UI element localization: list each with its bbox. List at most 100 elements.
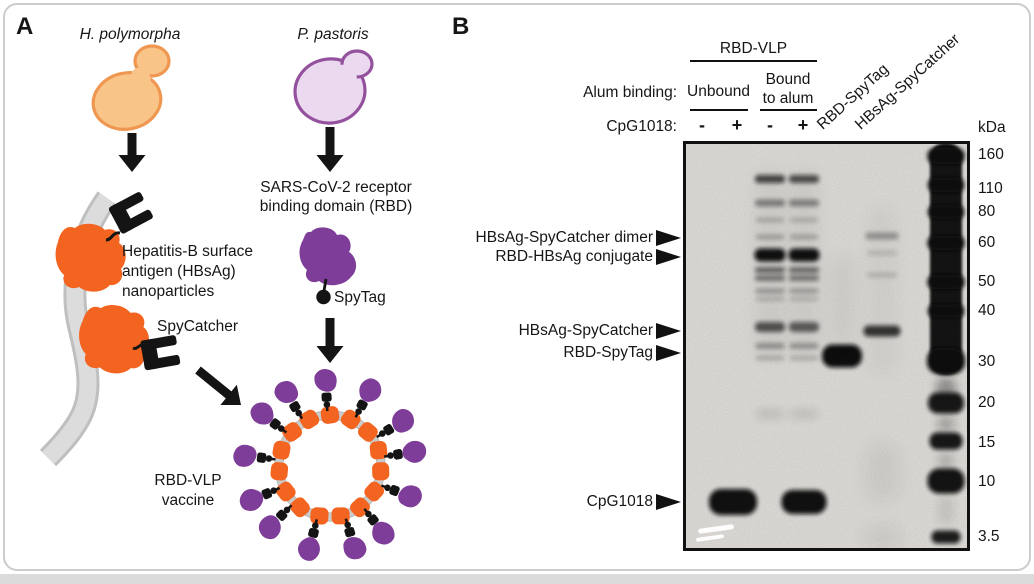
gel-band xyxy=(928,304,964,318)
lane-ladder xyxy=(927,143,965,544)
gel-band xyxy=(938,452,954,470)
vlp-hbsag-capsomer xyxy=(369,440,388,460)
lane-bound-plus xyxy=(781,170,827,514)
gel-reflection-highlight xyxy=(696,534,724,542)
vlp-spytag-dot xyxy=(277,425,285,432)
vlp-hbsag-capsomer xyxy=(350,497,370,518)
vlp-rbd-blob xyxy=(314,368,337,392)
hbsag-blob-2 xyxy=(79,305,149,374)
gel-band xyxy=(937,416,955,432)
vlp-rbd-blob xyxy=(372,521,395,545)
vlp-hbsag-capsomer xyxy=(372,462,390,481)
kda-unit-label: kDa xyxy=(978,119,1006,136)
vlp-spycatcher-clamp xyxy=(256,452,267,463)
kda-marker-15: 15 xyxy=(978,434,996,451)
kda-marker-40: 40 xyxy=(978,302,996,319)
vlp-spytag-dot xyxy=(365,510,372,518)
cpg-symbol-3: - xyxy=(767,115,773,135)
gel-band xyxy=(927,148,965,164)
vlp-rbd-blob xyxy=(398,485,422,508)
gel-bands xyxy=(709,143,965,548)
unbound-underline xyxy=(690,109,748,111)
rbd-caption: SARS-CoV-2 receptor binding domain (RBD) xyxy=(259,179,413,215)
lane-bound-minus xyxy=(754,170,786,419)
gel-band xyxy=(927,468,965,494)
gel-band xyxy=(931,530,961,544)
panel-a-label: A xyxy=(16,13,34,40)
lane-hbsag-spycatcher xyxy=(863,205,901,548)
organism-label-p-pastoris: P. pastoris xyxy=(297,26,369,43)
gel-band xyxy=(929,432,963,450)
vlp-spytag-dot xyxy=(270,487,278,495)
bound-underline xyxy=(760,109,817,111)
hbsag-caption: Hepatitis-B surface antigen (HBsAg) nano… xyxy=(122,243,253,300)
vlp-rbd-blob xyxy=(239,489,264,512)
spycatcher-shape-2 xyxy=(140,335,181,371)
lane-unbound-plus xyxy=(709,489,757,515)
vlp-spycatcher-clamp xyxy=(367,514,379,526)
gel-band xyxy=(930,143,962,375)
arrow-diagonal-vlp xyxy=(195,366,241,405)
vlp-spycatcher-clamp xyxy=(383,424,395,436)
cpg-symbol-2: + xyxy=(731,115,743,135)
vlp-rbd-blob xyxy=(402,440,427,463)
vlp-spytag-dot xyxy=(355,408,362,415)
band-arrow-icon-hbsag-spycatcher-dimer xyxy=(656,230,681,246)
vlp-spycatcher-clamp xyxy=(276,509,288,521)
vlp-hbsag-capsomer xyxy=(364,481,385,502)
kda-marker-20: 20 xyxy=(978,394,996,411)
gel-highlights xyxy=(696,524,734,542)
vlp-spytag-dot xyxy=(344,521,352,529)
rbd-spytag-unit xyxy=(299,227,357,305)
gel-band xyxy=(790,409,818,419)
gel-reflection-highlight xyxy=(698,524,734,534)
p-pastoris-cell xyxy=(293,49,374,125)
kda-marker-30: 30 xyxy=(978,353,996,370)
band-arrow-icon-hbsag-spycatcher xyxy=(656,323,681,339)
vlp-spytag-dot xyxy=(387,452,394,459)
vlp-hbsag-capsomer xyxy=(272,440,291,460)
gel-band xyxy=(938,495,954,525)
vlp-spycatcher-clamp xyxy=(269,418,281,430)
spycatcher-squiggle-1 xyxy=(105,231,121,242)
vlp-hbsag-capsomer xyxy=(299,409,320,430)
gel-border xyxy=(683,141,970,551)
vlp-rbd-blob xyxy=(233,444,257,467)
bottom-strip xyxy=(0,574,1034,584)
vlp-spycatcher-clamp xyxy=(321,392,332,402)
gel-band xyxy=(868,205,896,375)
spycatcher-shape-1 xyxy=(109,192,153,234)
vlp-rbd-blob xyxy=(274,381,299,403)
subgroup-unbound-label: Unbound xyxy=(687,83,750,100)
vlp-hbsag-capsomer xyxy=(357,422,378,442)
vlp-rbd-blob xyxy=(359,378,382,402)
vlp-rbd-blob xyxy=(343,537,367,560)
kda-marker-80: 80 xyxy=(978,203,996,220)
gel-blot-image xyxy=(683,141,970,551)
kda-marker-50: 50 xyxy=(978,273,996,290)
vlp-spytag-dot xyxy=(312,522,319,529)
cpg-symbol-4: + xyxy=(797,115,809,135)
gel-band xyxy=(865,442,899,502)
panel-b-label: B xyxy=(452,13,470,40)
lane-rbd-spytag xyxy=(822,255,862,368)
gel-band xyxy=(928,392,964,414)
vlp-hbsag-capsomer xyxy=(270,462,289,481)
gel-band xyxy=(927,236,965,250)
vlp-spytag-dot xyxy=(283,506,291,514)
band-arrow-icon-rbd-spytag xyxy=(656,345,681,361)
group-header-rbd-vlp: RBD-VLP xyxy=(719,40,788,57)
vlp-spycatcher-clamp xyxy=(289,401,301,413)
kda-marker-3.5: 3.5 xyxy=(978,528,1000,545)
vlp-spycatcher-clamp xyxy=(261,488,273,500)
kda-marker-110: 110 xyxy=(978,180,1003,197)
kda-marker-60: 60 xyxy=(978,234,996,251)
gel-noise xyxy=(683,141,970,551)
kda-marker-10: 10 xyxy=(978,473,996,490)
band-label-rbd-spytag: RBD-SpyTag xyxy=(563,344,653,361)
alum-binding-row-label: Alum binding: xyxy=(583,84,677,101)
rbd-blob xyxy=(299,227,357,286)
vlp-spycatcher-clamp xyxy=(393,448,403,460)
spytag-dot xyxy=(316,289,331,305)
vlp-spytag-dot xyxy=(295,409,303,417)
